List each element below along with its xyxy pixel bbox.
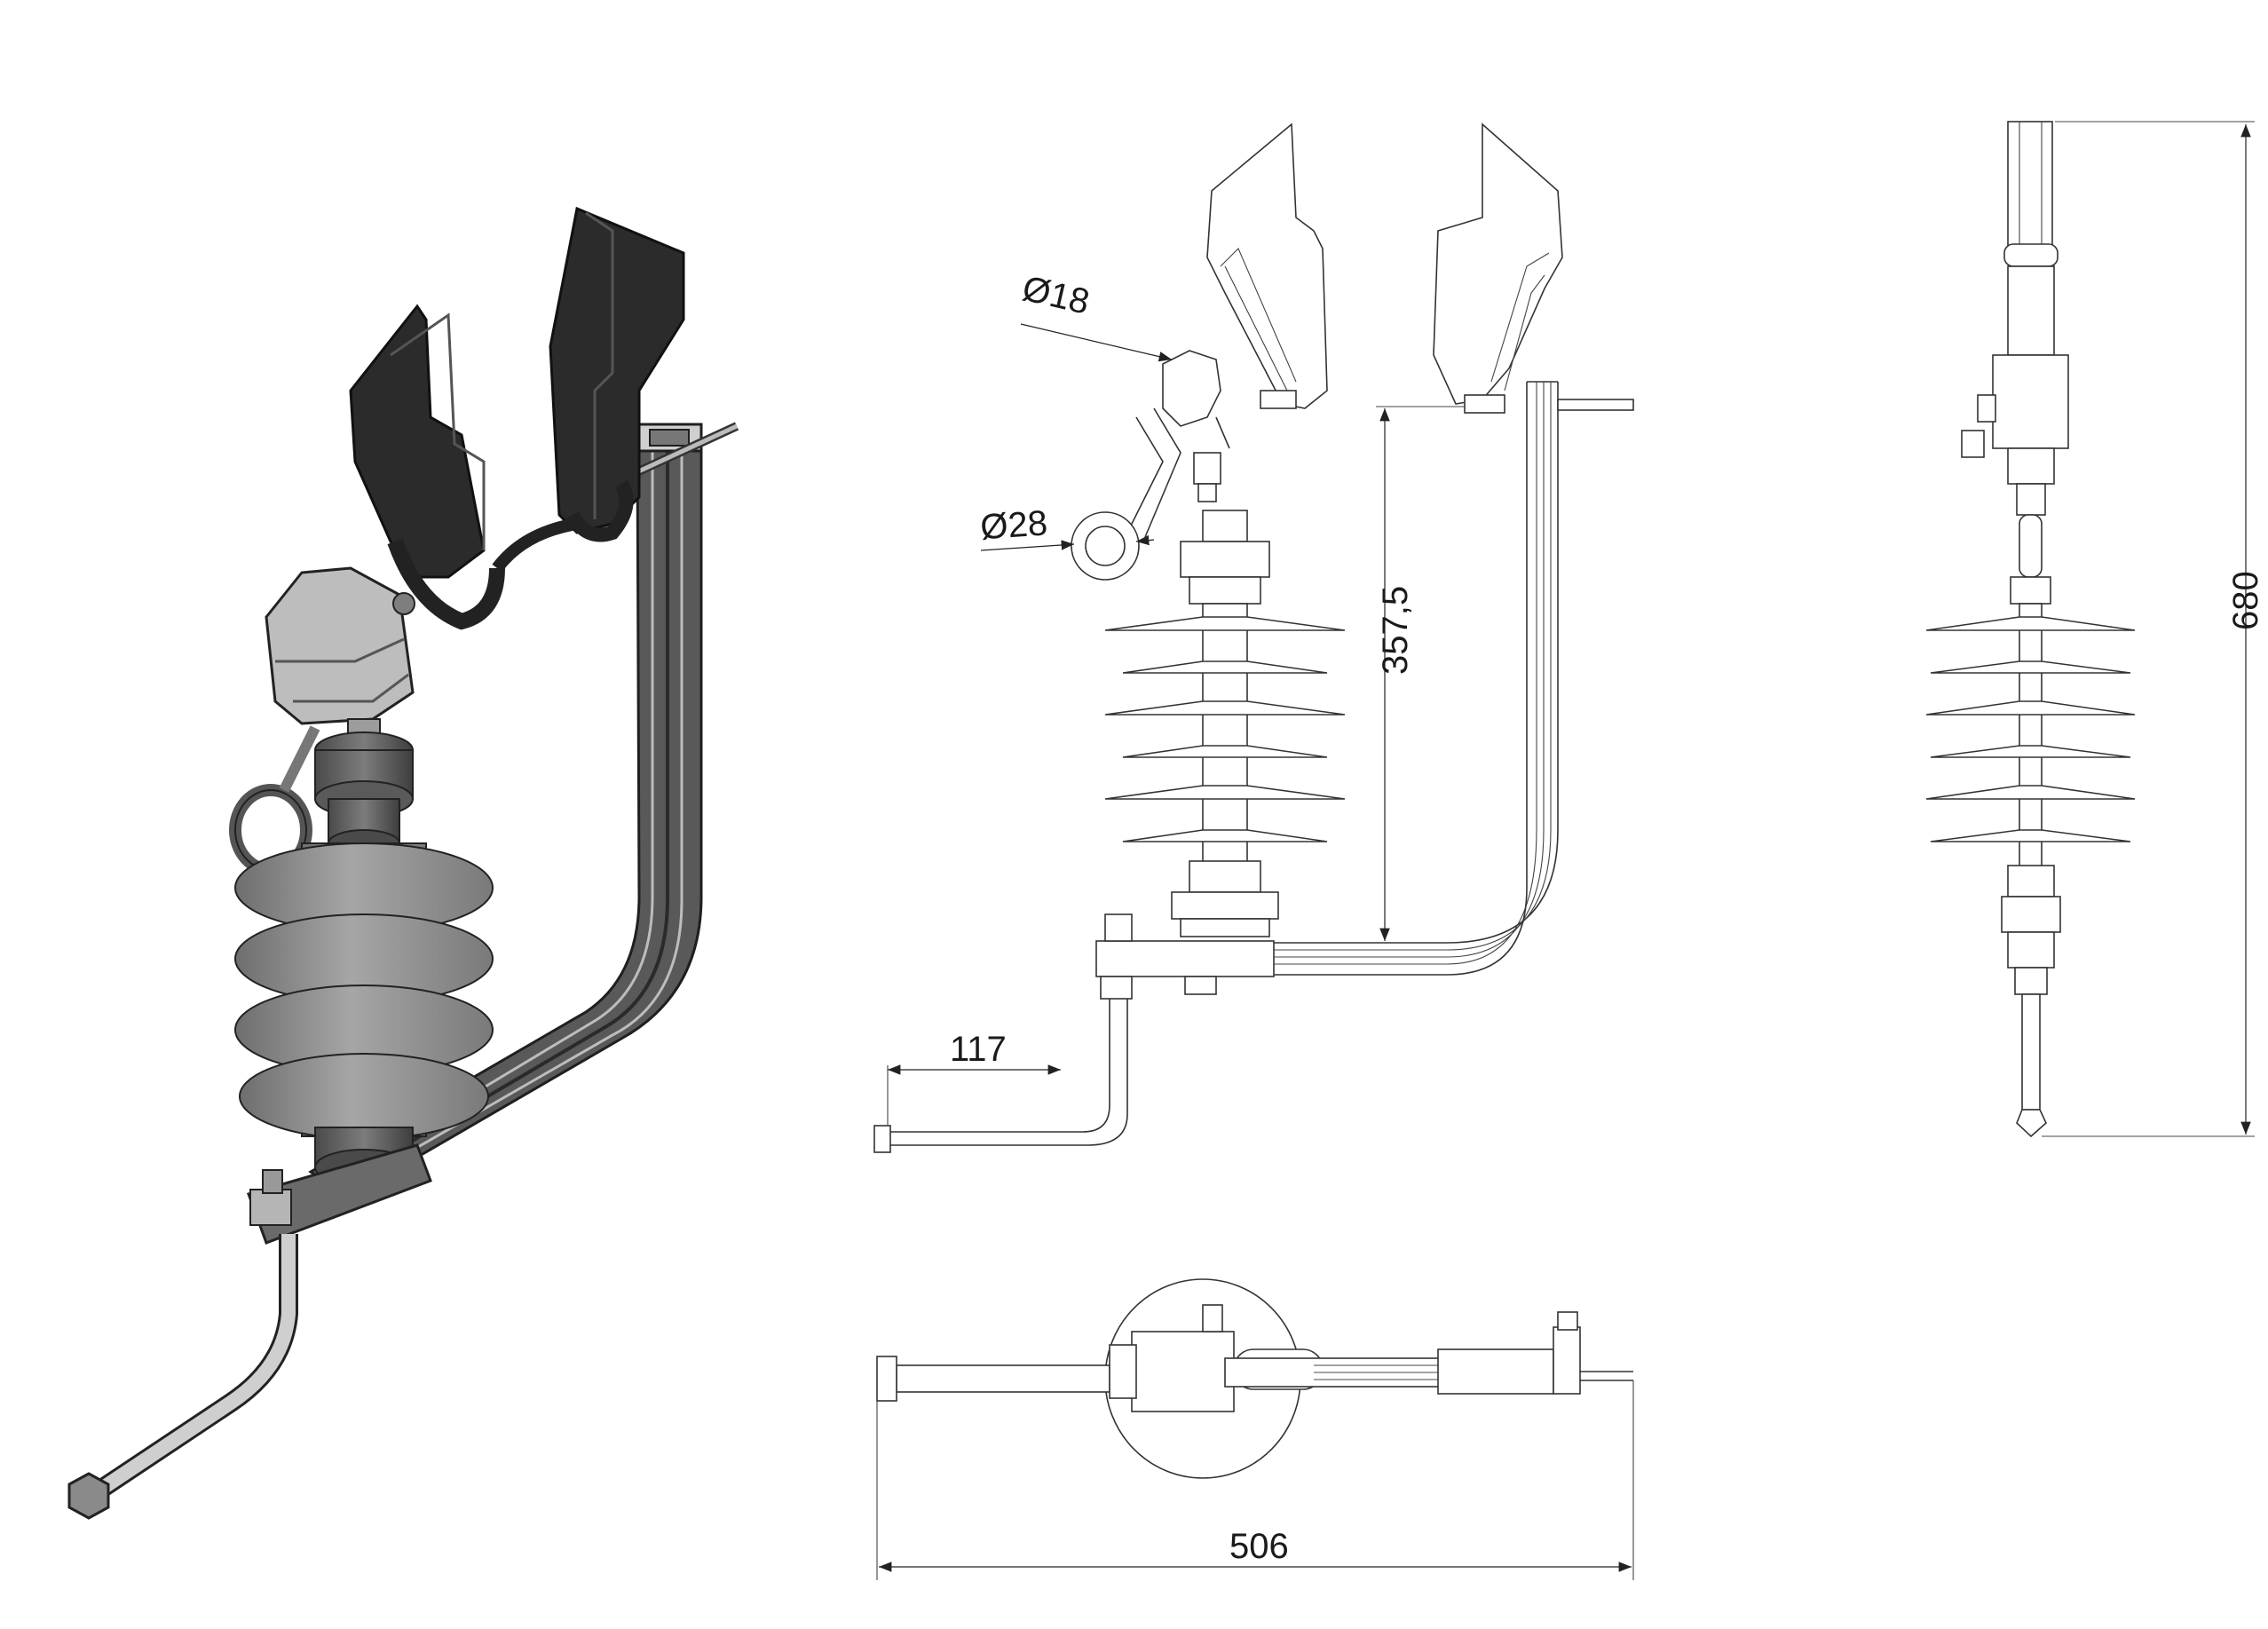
iso-ground-rod [67,1234,298,1520]
dim-d18-label: Ø18 [1019,269,1094,322]
dim-w117-label: 117 [950,1030,1007,1069]
iso-base-bar [247,1143,432,1245]
iso-insulator-body [234,842,494,1186]
front-bracket-bar [1095,381,1634,1000]
front-hook [1071,350,1230,581]
front-ground-rod [873,999,1128,1153]
dim-w506-label: 506 [1229,1527,1289,1566]
dim-w117: 117 [887,1030,1061,1126]
front-contact-right [1433,123,1563,414]
dim-w506: 506 [876,1380,1634,1580]
dim-h680: 680 [2042,121,2265,1137]
isometric-view [67,206,739,1520]
dim-h357-label: 357,5 [1376,586,1415,675]
front-sheds [1104,616,1346,842]
side-view: 680 [1925,121,2265,1138]
dim-h357: 357,5 [1376,406,1465,941]
iso-black-contact-right [492,206,685,573]
front-contact-left [1206,123,1328,409]
top-view: 506 [876,1278,1634,1580]
iso-grey-clamp [265,566,415,747]
front-view: Ø18 Ø28 357,5 117 [873,123,1634,1153]
iso-bracket-bar [308,422,739,1200]
dim-h680-label: 680 [2226,571,2265,630]
front-insulator [1104,510,1346,937]
iso-insulator-cap-top [314,731,414,858]
dim-d28: Ø28 [979,503,1155,551]
dim-d28-label: Ø28 [979,503,1048,547]
dim-d18: Ø18 [1019,269,1173,362]
side-sheds [1925,616,2136,842]
iso-black-contact-left [349,304,505,630]
